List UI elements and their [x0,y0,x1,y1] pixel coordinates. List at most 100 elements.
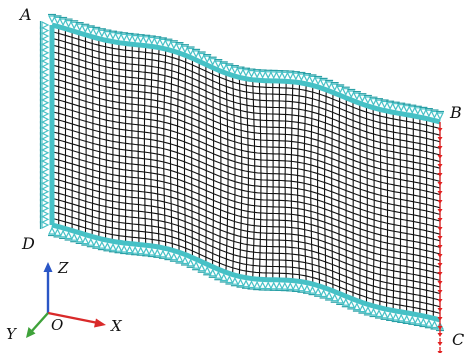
triangle-support-icon [41,137,50,146]
top-support-symbol [375,98,383,108]
triangle-support-icon [280,71,289,80]
top-support-symbol [186,46,195,56]
mesh-line-horizontal [51,177,441,275]
top-support-symbol [158,37,167,47]
down-arrow-icon [437,176,443,186]
triangle-support-icon [386,102,395,111]
mesh-line-horizontal [51,131,441,229]
triangle-support-icon [258,70,267,79]
top-support-symbol [164,38,173,49]
triangle-support-icon [142,246,151,255]
top-support-symbol [169,40,178,50]
triangle-support-icon [436,112,444,121]
down-arrow-icon [437,338,443,346]
top-support-symbol [70,20,79,30]
triangle-support-icon [75,23,84,32]
triangle-support-icon [330,293,339,302]
triangle-support-icon [308,285,317,294]
x-axis-label: X [110,317,123,335]
triangle-support-icon [253,70,262,79]
top-support-symbol [48,13,56,24]
down-arrow-icon [437,140,443,150]
triangle-support-icon [153,248,162,257]
triangle-support-icon [391,103,400,112]
triangle-support-icon [397,104,406,113]
triangle-support-icon [169,41,178,50]
triangle-support-icon [258,281,267,290]
triangle-support-icon [380,100,389,109]
triangle-support-icon [264,71,273,80]
triangle-support-icon [214,60,223,69]
top-support-symbol [64,18,73,28]
triangle-support-icon [41,71,50,79]
triangle-support-icon [413,316,422,325]
triangle-support-icon [203,55,212,64]
triangle-support-icon [208,58,217,67]
triangle-support-icon [419,317,428,326]
triangle-support-icon [41,121,50,129]
triangle-support-icon [41,76,50,85]
triangle-support-icon [253,280,262,289]
triangle-support-icon [319,289,328,298]
top-support-symbol [214,58,223,69]
triangle-support-icon [375,99,383,108]
down-arrow-icon [437,239,443,249]
top-support-symbol [192,48,201,59]
triangle-support-icon [136,35,145,44]
triangle-support-icon [247,280,256,289]
triangle-support-icon [303,74,311,83]
triangle-support-icon [41,171,50,179]
top-support-symbol [225,63,234,73]
triangle-support-icon [291,72,300,81]
triangle-support-icon [269,71,278,80]
top-support-symbol [386,100,395,111]
triangle-support-icon [358,94,367,103]
top-support-symbol [203,53,212,64]
triangle-support-icon [230,66,239,75]
mesh-line-horizontal [51,144,441,242]
triangle-support-icon [41,59,50,68]
triangle-support-icon [424,109,433,118]
triangle-support-icon [269,281,278,290]
top-support-symbol [197,51,206,61]
triangle-support-icon [242,279,250,288]
triangle-support-icon [41,132,50,141]
bottom-support-symbol [142,246,151,257]
triangle-support-icon [169,252,178,261]
coordinate-triad: Z X Y O [6,259,123,343]
down-arrow-icon [437,320,443,330]
triangle-support-icon [181,45,189,54]
triangle-support-icon [92,239,101,248]
triangle-support-icon [186,258,195,267]
triangle-support-icon [131,245,140,254]
triangle-support-icon [41,21,50,29]
down-arrow-icon [437,158,443,168]
triangle-support-icon [41,143,50,152]
triangle-support-icon [41,126,50,135]
triangle-support-icon [41,198,50,207]
triangle-support-icon [131,34,140,43]
triangle-support-icon [208,268,217,277]
triangle-support-icon [303,284,311,293]
triangle-support-icon [219,273,228,282]
mesh-line-horizontal [51,204,441,301]
mesh-line-horizontal [51,104,441,202]
triangle-support-icon [53,16,62,25]
triangle-support-icon [203,265,212,274]
mesh-line-horizontal [51,77,441,176]
mesh-line-horizontal [51,217,441,314]
triangle-support-icon [230,276,239,285]
triangle-support-icon [424,318,433,327]
triangle-support-icon [41,204,50,213]
triangle-support-icon [380,310,389,319]
triangle-support-icon [225,64,234,73]
triangle-support-icon [330,83,339,92]
mesh-line-horizontal [51,91,441,189]
triangle-support-icon [363,306,372,314]
triangle-support-icon [41,209,50,218]
bottom-support-symbol [109,242,117,253]
origin-label: O [51,316,63,334]
triangle-support-icon [103,30,112,39]
mesh-line-horizontal [51,111,441,209]
triangle-support-icon [142,36,151,45]
